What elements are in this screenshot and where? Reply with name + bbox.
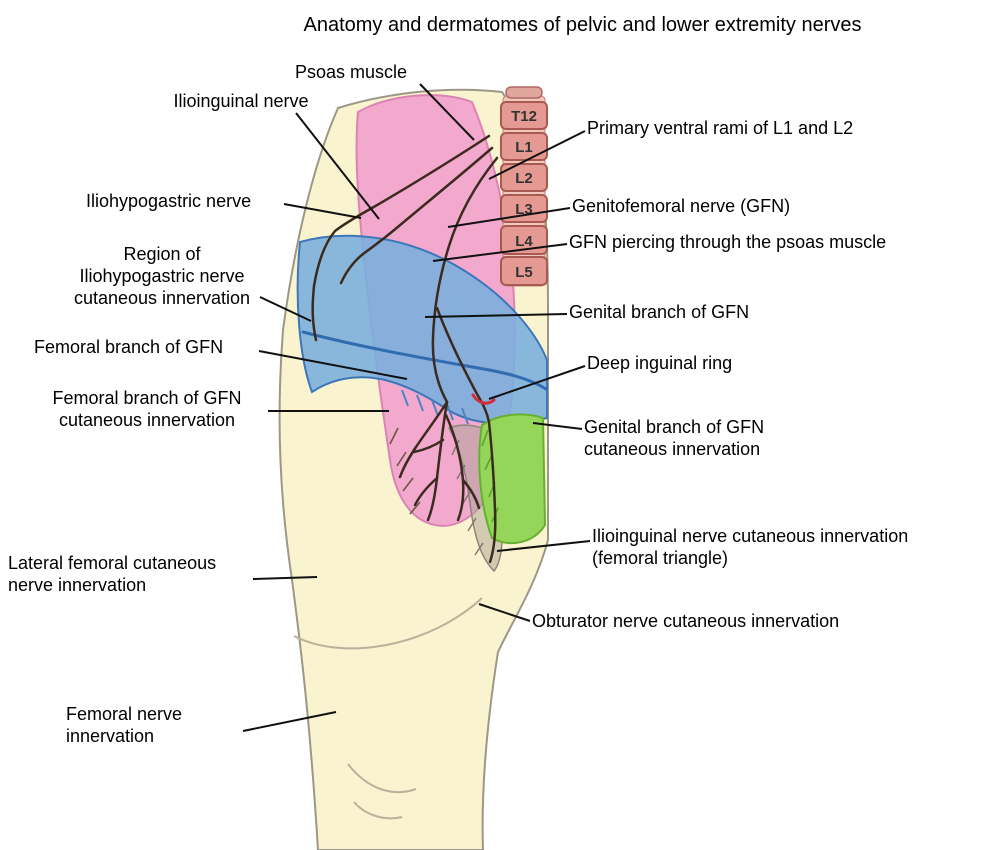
label-primary-ventral-rami: Primary ventral rami of L1 and L2 [587, 117, 907, 139]
label-genital-branch-gfn-cutaneous: Genital branch of GFN cutaneous innervat… [584, 416, 824, 460]
label-genital-branch-gfn: Genital branch of GFN [569, 301, 809, 323]
vertebra-block-l5 [500, 256, 548, 286]
femoral-branch-twig-1 [412, 438, 445, 454]
femoral-branch-path-2 [398, 400, 449, 479]
femoral-branch-twig-3 [461, 478, 481, 510]
label-text-line: Iliohypogastric nerve [79, 266, 245, 286]
vertebra-label-l5: L5 [515, 264, 533, 281]
vertebra-label-l1: L1 [515, 139, 533, 156]
label-text-line: Lateral femoral cutaneous [8, 553, 217, 573]
label-text-line: Region of [123, 244, 201, 264]
pink-region-hatching [389, 427, 421, 515]
leader-iliohypogastric-region [259, 296, 312, 322]
leader-iliohypogastric-nerve [283, 203, 362, 219]
label-gfn-piercing: GFN piercing through the psoas muscle [569, 231, 949, 253]
label-obturator-cutaneous: Obturator nerve cutaneous innervation [532, 610, 912, 632]
spine-column: T12 L1 L2 L3 L4 L5 [500, 86, 548, 287]
vertebra-label-l2: L2 [515, 170, 533, 187]
label-text-line: Psoas muscle [294, 62, 408, 82]
leader-ilioinguinal-cutaneous [496, 540, 591, 552]
leader-lines [242, 83, 591, 732]
label-text-line: Ilioinguinal nerve [173, 91, 309, 111]
vertebra-block-t12 [500, 101, 548, 130]
genital-branch-path [435, 306, 497, 564]
gfn-trunk-path [431, 156, 499, 404]
label-text-line: cutaneous innervation [58, 410, 236, 430]
label-iliohypogastric-region: Region of Iliohypogastric nerve cutaneou… [60, 243, 264, 309]
label-iliohypogastric-nerve: Iliohypogastric nerve [86, 190, 286, 212]
ilioinguinal-nerve-path [339, 146, 494, 285]
label-text-line: nerve innervation [8, 575, 147, 595]
label-text-line: Primary ventral rami of L1 and L2 [587, 118, 854, 138]
label-femoral-branch-gfn: Femoral branch of GFN [34, 336, 260, 358]
label-text-line: Deep inguinal ring [587, 353, 733, 373]
spine-cap [505, 86, 543, 99]
label-genitofemoral-nerve: Genitofemoral nerve (GFN) [572, 195, 852, 217]
label-psoas-muscle: Psoas muscle [285, 61, 417, 83]
label-text-line: cutaneous innervation [584, 439, 761, 459]
leader-genital-branch-gfn [424, 313, 568, 318]
nerve-paths [311, 134, 499, 564]
label-femoral-branch-gfn-cutaneous: Femoral branch of GFN cutaneous innervat… [26, 387, 268, 431]
vertebra-block-l2 [500, 163, 548, 192]
vertebra-block-l3 [500, 194, 548, 223]
label-lateral-femoral-cutaneous: Lateral femoral cutaneous nerve innervat… [8, 552, 258, 596]
deep-inguinal-ring-mark [471, 393, 496, 405]
figure-title: Anatomy and dermatomes of pelvic and low… [303, 14, 862, 36]
label-text-line: Femoral branch of GFN [34, 337, 224, 357]
vertebra-block-l1 [500, 132, 548, 161]
label-text-line: cutaneous innervation [73, 288, 251, 308]
leader-genitofemoral-nerve [447, 207, 571, 228]
label-text-line: GFN piercing through the psoas muscle [569, 232, 887, 252]
leader-genital-branch-cutaneous [532, 422, 583, 430]
leader-lateral-femoral [252, 576, 318, 580]
label-text-line: innervation [66, 726, 155, 746]
label-ilioinguinal-cutaneous: Ilioinguinal nerve cutaneous innervation… [592, 525, 982, 569]
leader-obturator [478, 603, 531, 622]
label-text-line: Genitofemoral nerve (GFN) [572, 196, 791, 216]
leader-gfn-piercing [432, 243, 568, 262]
leader-psoas [419, 83, 475, 141]
label-text-line: (femoral triangle) [592, 548, 729, 568]
iliohypogastric-nerve-path [311, 134, 491, 342]
label-text-line: Iliohypogastric nerve [86, 191, 252, 211]
vertebra-label-l4: L4 [515, 233, 533, 250]
label-text-line: Genital branch of GFN [584, 417, 765, 437]
body-contours [293, 597, 483, 820]
label-text-line: Femoral branch of GFN [52, 388, 242, 408]
leader-femoral-nerve [242, 711, 337, 732]
label-text-line: Obturator nerve cutaneous innervation [532, 611, 840, 631]
vertebra-label-t12: T12 [511, 108, 537, 125]
blue-region-hatching [401, 389, 469, 425]
leader-primary-ventral-rami [488, 130, 586, 180]
label-text-line: Genital branch of GFN [569, 302, 750, 322]
label-deep-inguinal-ring: Deep inguinal ring [587, 352, 787, 374]
leader-ilioinguinal-nerve [295, 112, 380, 220]
label-ilioinguinal-nerve: Ilioinguinal nerve [160, 90, 322, 112]
label-femoral-nerve-innervation: Femoral nerve innervation [66, 703, 236, 747]
femoral-branch-twig-2 [413, 476, 439, 507]
label-text-line: Femoral nerve [66, 704, 183, 724]
leader-deep-inguinal-ring [488, 365, 586, 400]
leader-femoral-branch-gfn [258, 350, 408, 380]
label-text-line: Ilioinguinal nerve cutaneous innervation [592, 526, 909, 546]
